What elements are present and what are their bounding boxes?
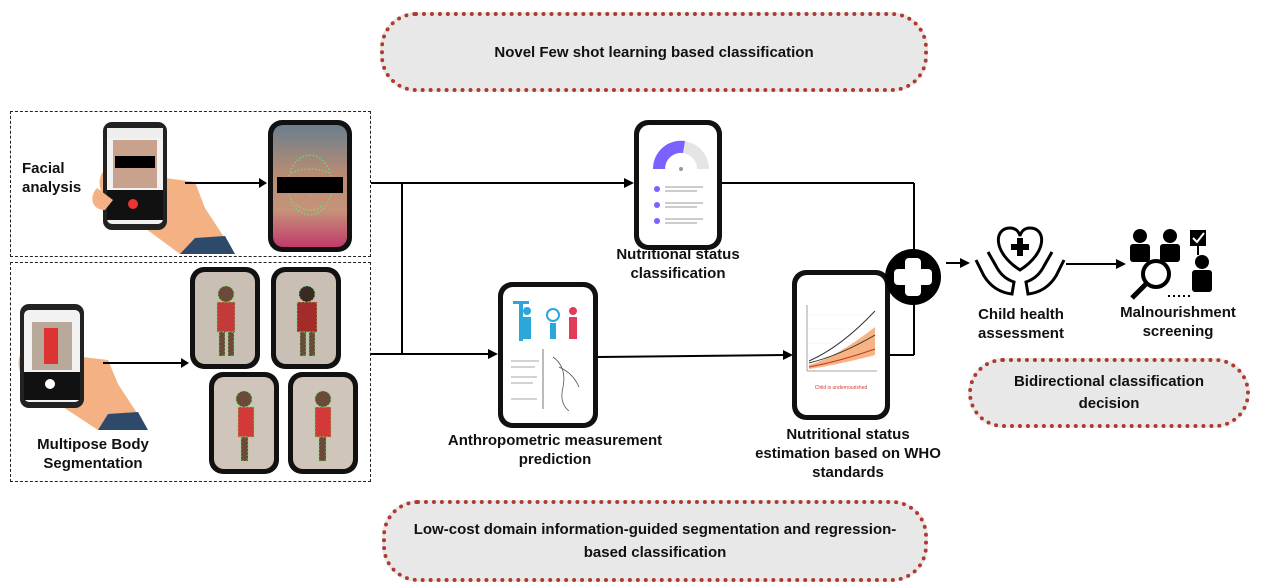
anthropometric-label: Anthropometric measurement prediction	[447, 432, 663, 468]
pose-phone-front	[190, 267, 260, 369]
pose-phone-back	[271, 267, 341, 369]
chart-result-text: Child is undernourished	[814, 385, 868, 391]
body-segmentation-box	[10, 262, 371, 482]
face-phone	[268, 120, 352, 252]
heart-hands-icon	[974, 226, 1066, 296]
hand-phone-facial	[92, 122, 236, 254]
anthropometric-phone	[498, 282, 598, 428]
facial-analysis-box	[10, 111, 371, 257]
plus-circle-icon	[885, 249, 941, 305]
who-estimation-label: Nutritional status estimation based on W…	[755, 426, 941, 481]
arrow-facial-1	[185, 178, 267, 188]
pose-phone-side-left	[209, 372, 279, 474]
top-banner-text: Novel Few shot learning based classifica…	[494, 43, 814, 61]
bottom-banner: Low-cost domain information-guided segme…	[382, 500, 928, 582]
bottom-banner-text: Low-cost domain information-guided segme…	[413, 520, 897, 561]
pose-phone-side-right	[288, 372, 358, 474]
arrow-body-1	[103, 358, 189, 368]
magnifier-icon	[1130, 259, 1171, 300]
facial-analysis-label: Facial analysis	[22, 160, 82, 196]
malnourishment-label: Malnourishment screening	[1120, 304, 1236, 340]
right-banner: Bidirectional classification decision	[968, 358, 1250, 428]
who-chart-phone: Child is undernourished	[792, 270, 890, 420]
right-banner-text: Bidirectional classification decision	[1013, 372, 1205, 413]
classification-phone	[634, 120, 722, 250]
child-health-label: Child health assessment	[978, 306, 1064, 342]
screening-people-icon	[1130, 229, 1212, 300]
nutritional-classification-label: Nutritional status classification	[616, 246, 740, 282]
top-banner: Novel Few shot learning based classifica…	[380, 12, 928, 92]
multipose-label: Multipose Body Segmentation	[37, 436, 149, 472]
hand-phone-body	[18, 304, 149, 430]
